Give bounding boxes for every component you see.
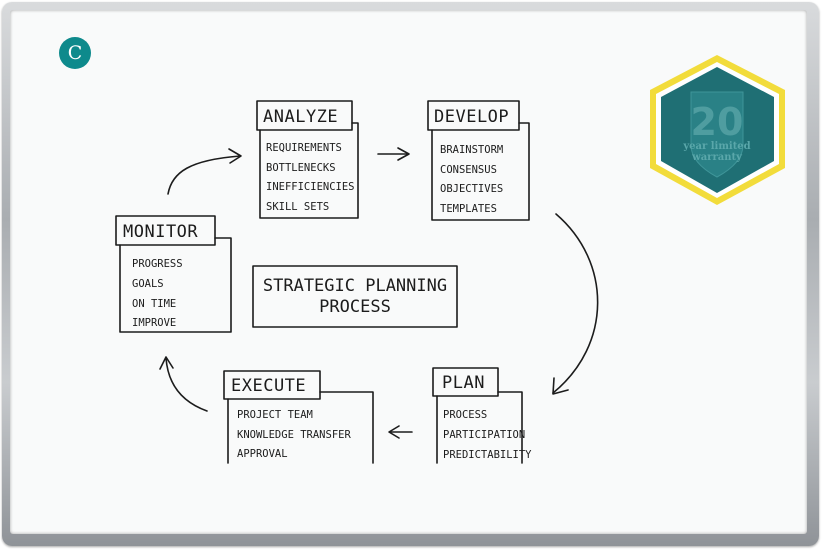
- monitor-title: MONITOR: [123, 222, 198, 242]
- monitor-box: [115, 215, 232, 333]
- execute-item: PROJECT TEAM: [237, 409, 313, 421]
- analyze-item: SKILL SETS: [266, 201, 329, 213]
- analyze-item: REQUIREMENTS: [266, 142, 342, 154]
- plan-item: PROCESS: [443, 409, 487, 421]
- arrow-execute-to-monitor: [159, 356, 208, 412]
- analyze-title: ANALYZE: [263, 107, 338, 127]
- execute-item: KNOWLEDGE TRANSFER: [237, 429, 351, 441]
- arrow-develop-to-plan: [552, 213, 599, 395]
- develop-box: [427, 100, 530, 221]
- warranty-line-2: warranty: [691, 152, 743, 163]
- execute-item: APPROVAL: [237, 448, 288, 460]
- plan-item: PREDICTABILITY: [443, 449, 532, 461]
- develop-item: BRAINSTORM: [440, 144, 503, 156]
- plan-title: PLAN: [442, 373, 485, 393]
- monitor-item: IMPROVE: [132, 317, 176, 329]
- warranty-badge: 20 year limited warranty: [650, 55, 785, 205]
- analyze-box: [256, 100, 359, 219]
- develop-title: DEVELOP: [434, 107, 509, 127]
- develop-item: CONSENSUS: [440, 164, 497, 176]
- monitor-item: GOALS: [132, 278, 164, 290]
- develop-item: OBJECTIVES: [440, 183, 503, 195]
- arrow-plan-to-execute: [388, 425, 413, 439]
- analyze-item: BOTTLENECKS: [266, 162, 336, 174]
- analyze-item: INEFFICIENCIES: [266, 181, 355, 193]
- arrow-analyze-to-develop: [377, 147, 410, 161]
- center-title-line: STRATEGIC PLANNING: [263, 276, 447, 296]
- plan-box: [432, 367, 523, 464]
- execute-box: [223, 370, 374, 464]
- develop-item: TEMPLATES: [440, 203, 497, 215]
- monitor-item: ON TIME: [132, 298, 176, 310]
- warranty-years: 20: [691, 100, 744, 144]
- option-letter-badge: C: [59, 37, 91, 69]
- center-title-box: [252, 265, 458, 328]
- monitor-item: PROGRESS: [132, 258, 183, 270]
- execute-title: EXECUTE: [231, 376, 306, 396]
- warranty-line-1: year limited: [682, 141, 750, 152]
- center-title-line: PROCESS: [319, 297, 391, 317]
- plan-item: PARTICIPATION: [443, 429, 525, 441]
- arrow-monitor-to-analyze: [167, 148, 242, 195]
